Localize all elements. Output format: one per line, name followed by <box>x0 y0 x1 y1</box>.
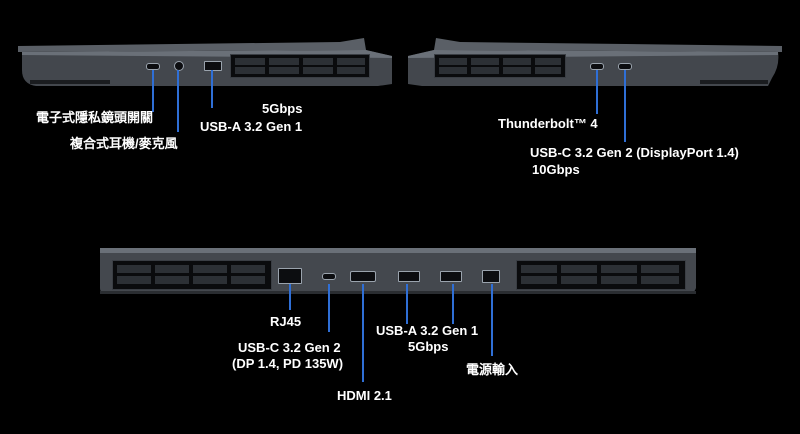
lead-thunderbolt <box>596 70 598 114</box>
left-vent-grille <box>230 54 370 78</box>
left-usb-a-speed: 5Gbps <box>262 101 303 116</box>
thunderbolt-label: Thunderbolt™ 4 <box>498 116 598 131</box>
right-usb-c-port <box>618 63 632 70</box>
rear-usb-a-line2: 5Gbps <box>408 339 449 354</box>
right-usb-c-speed: 10Gbps <box>532 162 580 177</box>
left-usb-a-port <box>204 61 222 71</box>
laptop-rear <box>98 246 698 296</box>
rj45-label: RJ45 <box>270 314 302 329</box>
lead-rear-usb-a-2 <box>452 284 454 324</box>
audio-jack-label: 複合式耳機/麥克風 <box>70 136 178 151</box>
laptop-left-side-chassis <box>18 38 392 86</box>
lead-right-usb-c <box>624 70 626 142</box>
privacy-switch-label: 電子式隱私鏡頭開關 <box>36 110 154 125</box>
lead-rj45 <box>289 284 291 310</box>
power-input-label: 電源輸入 <box>466 362 519 377</box>
rear-usb-c-port <box>322 273 336 280</box>
laptop-right-side <box>400 0 800 95</box>
rear-right-vent-grille <box>516 260 686 290</box>
rear-left-vent-grille <box>112 260 272 290</box>
right-usb-c-label: USB-C 3.2 Gen 2 (DisplayPort 1.4) <box>530 145 739 160</box>
thunderbolt-port <box>590 63 604 70</box>
rear-usb-c-line1: USB-C 3.2 Gen 2 <box>238 340 341 355</box>
laptop-left-side <box>0 0 400 95</box>
rear-usb-a-port-2 <box>440 271 462 282</box>
lead-rear-usb-c <box>328 284 330 332</box>
rear-usb-a-line1: USB-A 3.2 Gen 1 <box>376 323 479 338</box>
left-usb-a-label: USB-A 3.2 Gen 1 <box>200 119 303 134</box>
laptop-right-side-chassis <box>408 38 782 86</box>
lead-rear-usb-a-1 <box>406 284 408 324</box>
lead-privacy-switch <box>152 70 154 112</box>
rear-usb-a-port-1 <box>398 271 420 282</box>
privacy-switch-port <box>146 63 160 70</box>
rj45-port <box>278 268 302 284</box>
lead-left-usb-a <box>211 70 213 108</box>
hdmi-port <box>350 271 376 282</box>
right-vent-grille <box>434 54 566 78</box>
lead-power-input <box>491 284 493 356</box>
lead-audio-jack <box>177 70 179 132</box>
lead-hdmi <box>362 284 364 382</box>
power-input-port <box>482 270 500 283</box>
hdmi-label: HDMI 2.1 <box>337 388 392 403</box>
rear-usb-c-line2: (DP 1.4, PD 135W) <box>232 356 344 371</box>
audio-jack-port <box>174 61 184 71</box>
